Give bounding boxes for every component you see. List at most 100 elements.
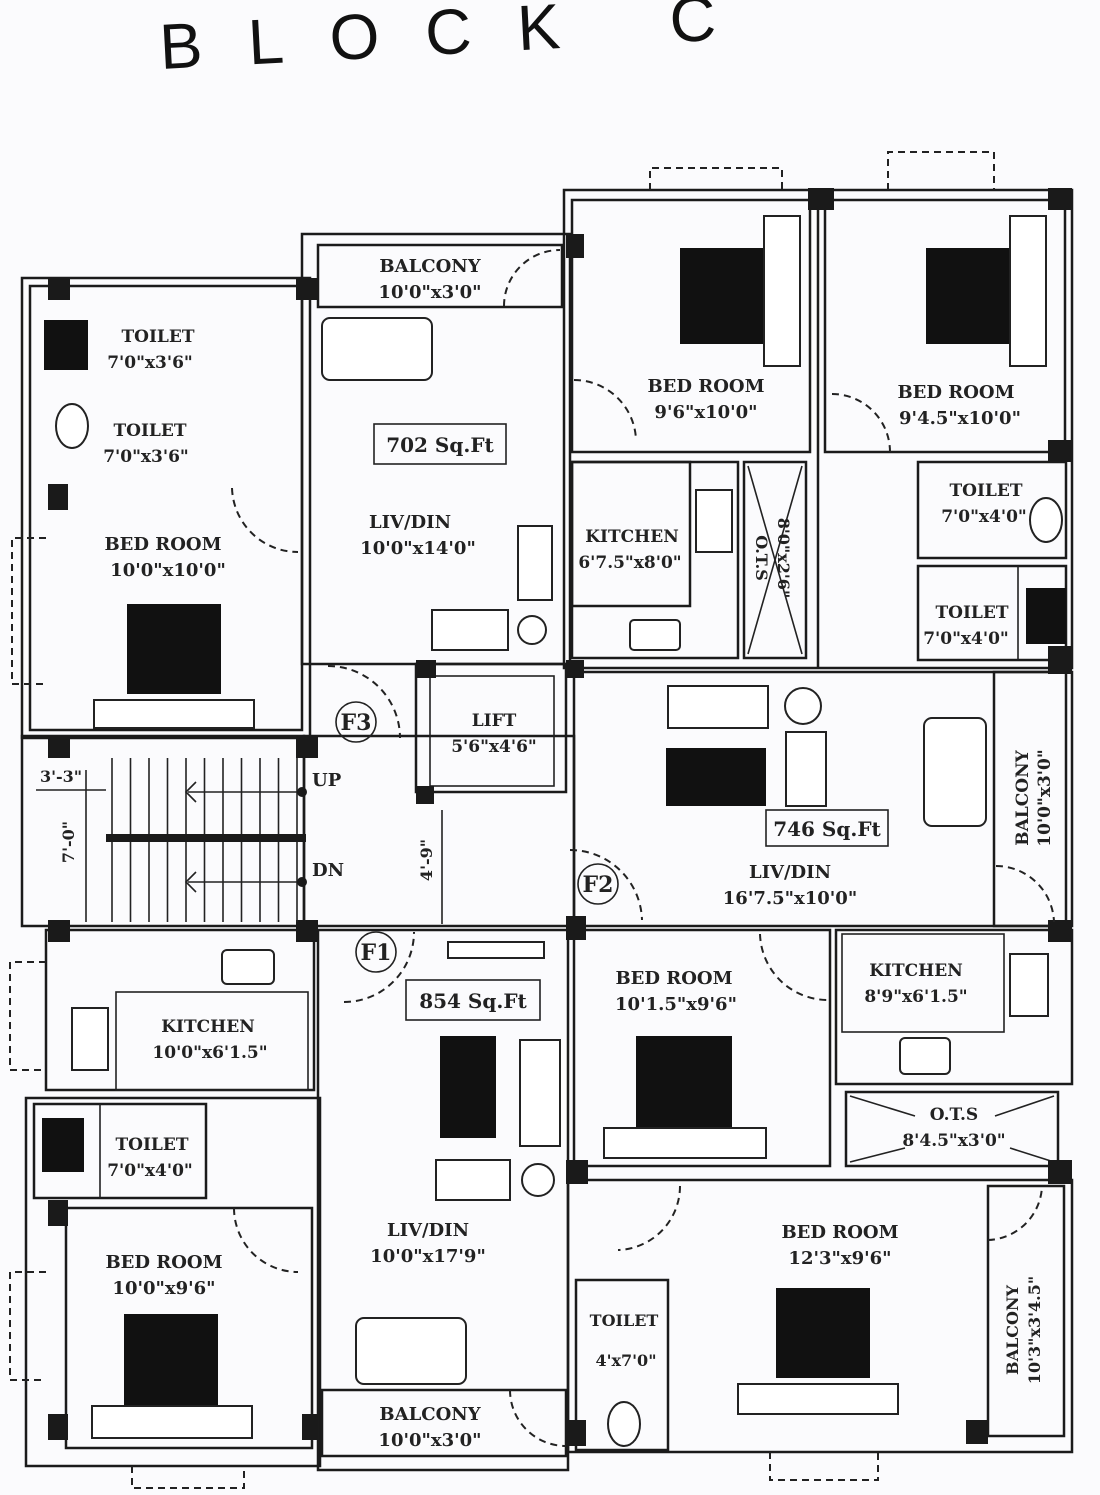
bed-f1-right (737, 1288, 899, 1415)
columns (48, 188, 1072, 1446)
bed-f1-left (91, 1314, 253, 1439)
room-size: 8'9"x6'1.5" (864, 987, 967, 1007)
room-name: BED ROOM (781, 1222, 898, 1243)
stove-f3 (695, 489, 733, 553)
room-name: TOILET (114, 421, 187, 441)
flat-marker-f2 (577, 863, 619, 905)
stair-width-dim: 3'-3" (40, 767, 82, 786)
f3-balcony-wall (316, 243, 564, 309)
room-name: BALCONY (1003, 1284, 1022, 1374)
f2-living-wall (572, 670, 1074, 928)
room-name: LIV/DIN (749, 862, 831, 883)
room-name: BALCONY (1013, 749, 1033, 845)
room-size: 5'6"x4'6" (451, 737, 537, 757)
shower-tray-f1 (42, 1118, 84, 1172)
room-size: 10'0"x17'9" (370, 1246, 486, 1267)
area-f3: 702 Sq.Ft (386, 433, 494, 457)
lobby-dim: 4'-9" (417, 839, 436, 881)
room-name: BED ROOM (615, 968, 732, 989)
stair-up-label: UP (312, 770, 342, 791)
room-size: 7'0"x3'6" (107, 353, 193, 373)
bed-f2-top (926, 215, 1047, 367)
room-name: TOILET (116, 1135, 189, 1155)
flat-markers: F3 F2 F1 (335, 701, 619, 973)
room-size: 10'0"x3'0" (378, 1430, 481, 1451)
dining-table-f3 (321, 317, 433, 381)
room-name: BALCONY (379, 1404, 481, 1425)
stair-down-label: DN (312, 860, 344, 881)
room-name: KITCHEN (869, 961, 962, 981)
shower-tray-f3a (44, 320, 88, 370)
room-name: LIV/DIN (369, 512, 451, 533)
area-f2: 746 Sq.Ft (773, 817, 881, 841)
rug-f1 (440, 1036, 496, 1138)
sink-f1 (221, 949, 275, 985)
room-name: TOILET (590, 1311, 659, 1330)
room-name: O.T.S (752, 535, 771, 581)
area-boxes: 702 Sq.Ft 746 Sq.Ft 854 Sq.Ft (373, 423, 889, 1021)
room-name: TOILET (936, 603, 1009, 623)
room-name: TOILET (122, 327, 195, 347)
room-size: 10'0"x6'1.5" (152, 1043, 267, 1063)
door-swings (231, 249, 1055, 1447)
room-name: LIFT (472, 711, 517, 731)
room-name: BED ROOM (104, 534, 221, 555)
room-name: BED ROOM (647, 376, 764, 397)
furniture (42, 317, 1066, 1447)
f1-bed-right-wall (566, 1178, 1074, 1454)
room-size: 7'0"x4'0" (941, 507, 1027, 527)
wc-f2 (1029, 497, 1063, 543)
flat-marker-f1 (355, 931, 397, 973)
room-size: 10'0"x10'0" (110, 560, 226, 581)
sofa-f1 (519, 1039, 561, 1147)
sofa-f3-b (431, 609, 509, 651)
room-labels: TOILET 7'0"x3'6" TOILET 7'0"x3'6" BED RO… (103, 256, 1055, 1451)
beds (91, 215, 1047, 1439)
room-name: O.T.S (930, 1105, 978, 1125)
bed-f3-top (680, 215, 801, 367)
f2-balcony-wall (992, 670, 1068, 928)
f2-ots-wall (844, 1090, 1060, 1168)
wc-f1 (607, 1401, 641, 1447)
shower-tray-f2 (1026, 588, 1066, 644)
f2-toilet-a-wall (916, 460, 1068, 560)
room-size: 10'0"x3'0" (1035, 749, 1055, 846)
flat-marker-f3 (335, 701, 377, 743)
dining-table-f2 (923, 717, 987, 827)
room-name: TOILET (950, 481, 1023, 501)
room-name: BED ROOM (897, 382, 1014, 403)
sink-f2 (899, 1037, 951, 1075)
room-name: LIV/DIN (387, 1220, 469, 1241)
wc-f3 (55, 403, 89, 449)
room-size: 10'0"x9'6" (112, 1278, 215, 1299)
f3-ots-wall (742, 460, 808, 660)
f3-left-wing-wall (20, 276, 312, 740)
rug-f2 (666, 748, 766, 806)
f1-bed-left-wall (64, 1206, 314, 1450)
room-size: 9'4.5"x10'0" (899, 408, 1021, 429)
tv-unit-f1 (447, 941, 545, 959)
lobby-wall (302, 734, 576, 928)
f2-kitchen-wall (834, 928, 1074, 1086)
room-size: 10'3"x3'4.5" (1025, 1276, 1044, 1384)
f2-bed-top-wall (823, 198, 1067, 454)
room-name: BED ROOM (105, 1252, 222, 1273)
f1-balcony-right-wall (986, 1184, 1066, 1438)
stove-f2 (1009, 953, 1049, 1017)
sofa-f3 (517, 525, 553, 601)
room-size: 7'0"x4'0" (923, 629, 1009, 649)
bed-f3-left (93, 604, 255, 729)
f1-bed-mid-wall (572, 928, 832, 1168)
lift-wall (414, 662, 568, 794)
room-size: 10'0"x3'0" (378, 282, 481, 303)
room-size: 4'x7'0" (595, 1351, 656, 1370)
room-size: 6'7.5"x8'0" (578, 553, 681, 573)
room-name: KITCHEN (585, 527, 678, 547)
room-size: 7'0"x4'0" (107, 1161, 193, 1181)
bed-f1-mid (603, 1036, 767, 1159)
flat-id-f2: F2 (583, 872, 614, 898)
room-size: 7'0"x3'6" (103, 447, 189, 467)
walls (20, 188, 1074, 1472)
flat-id-f3: F3 (341, 710, 372, 736)
